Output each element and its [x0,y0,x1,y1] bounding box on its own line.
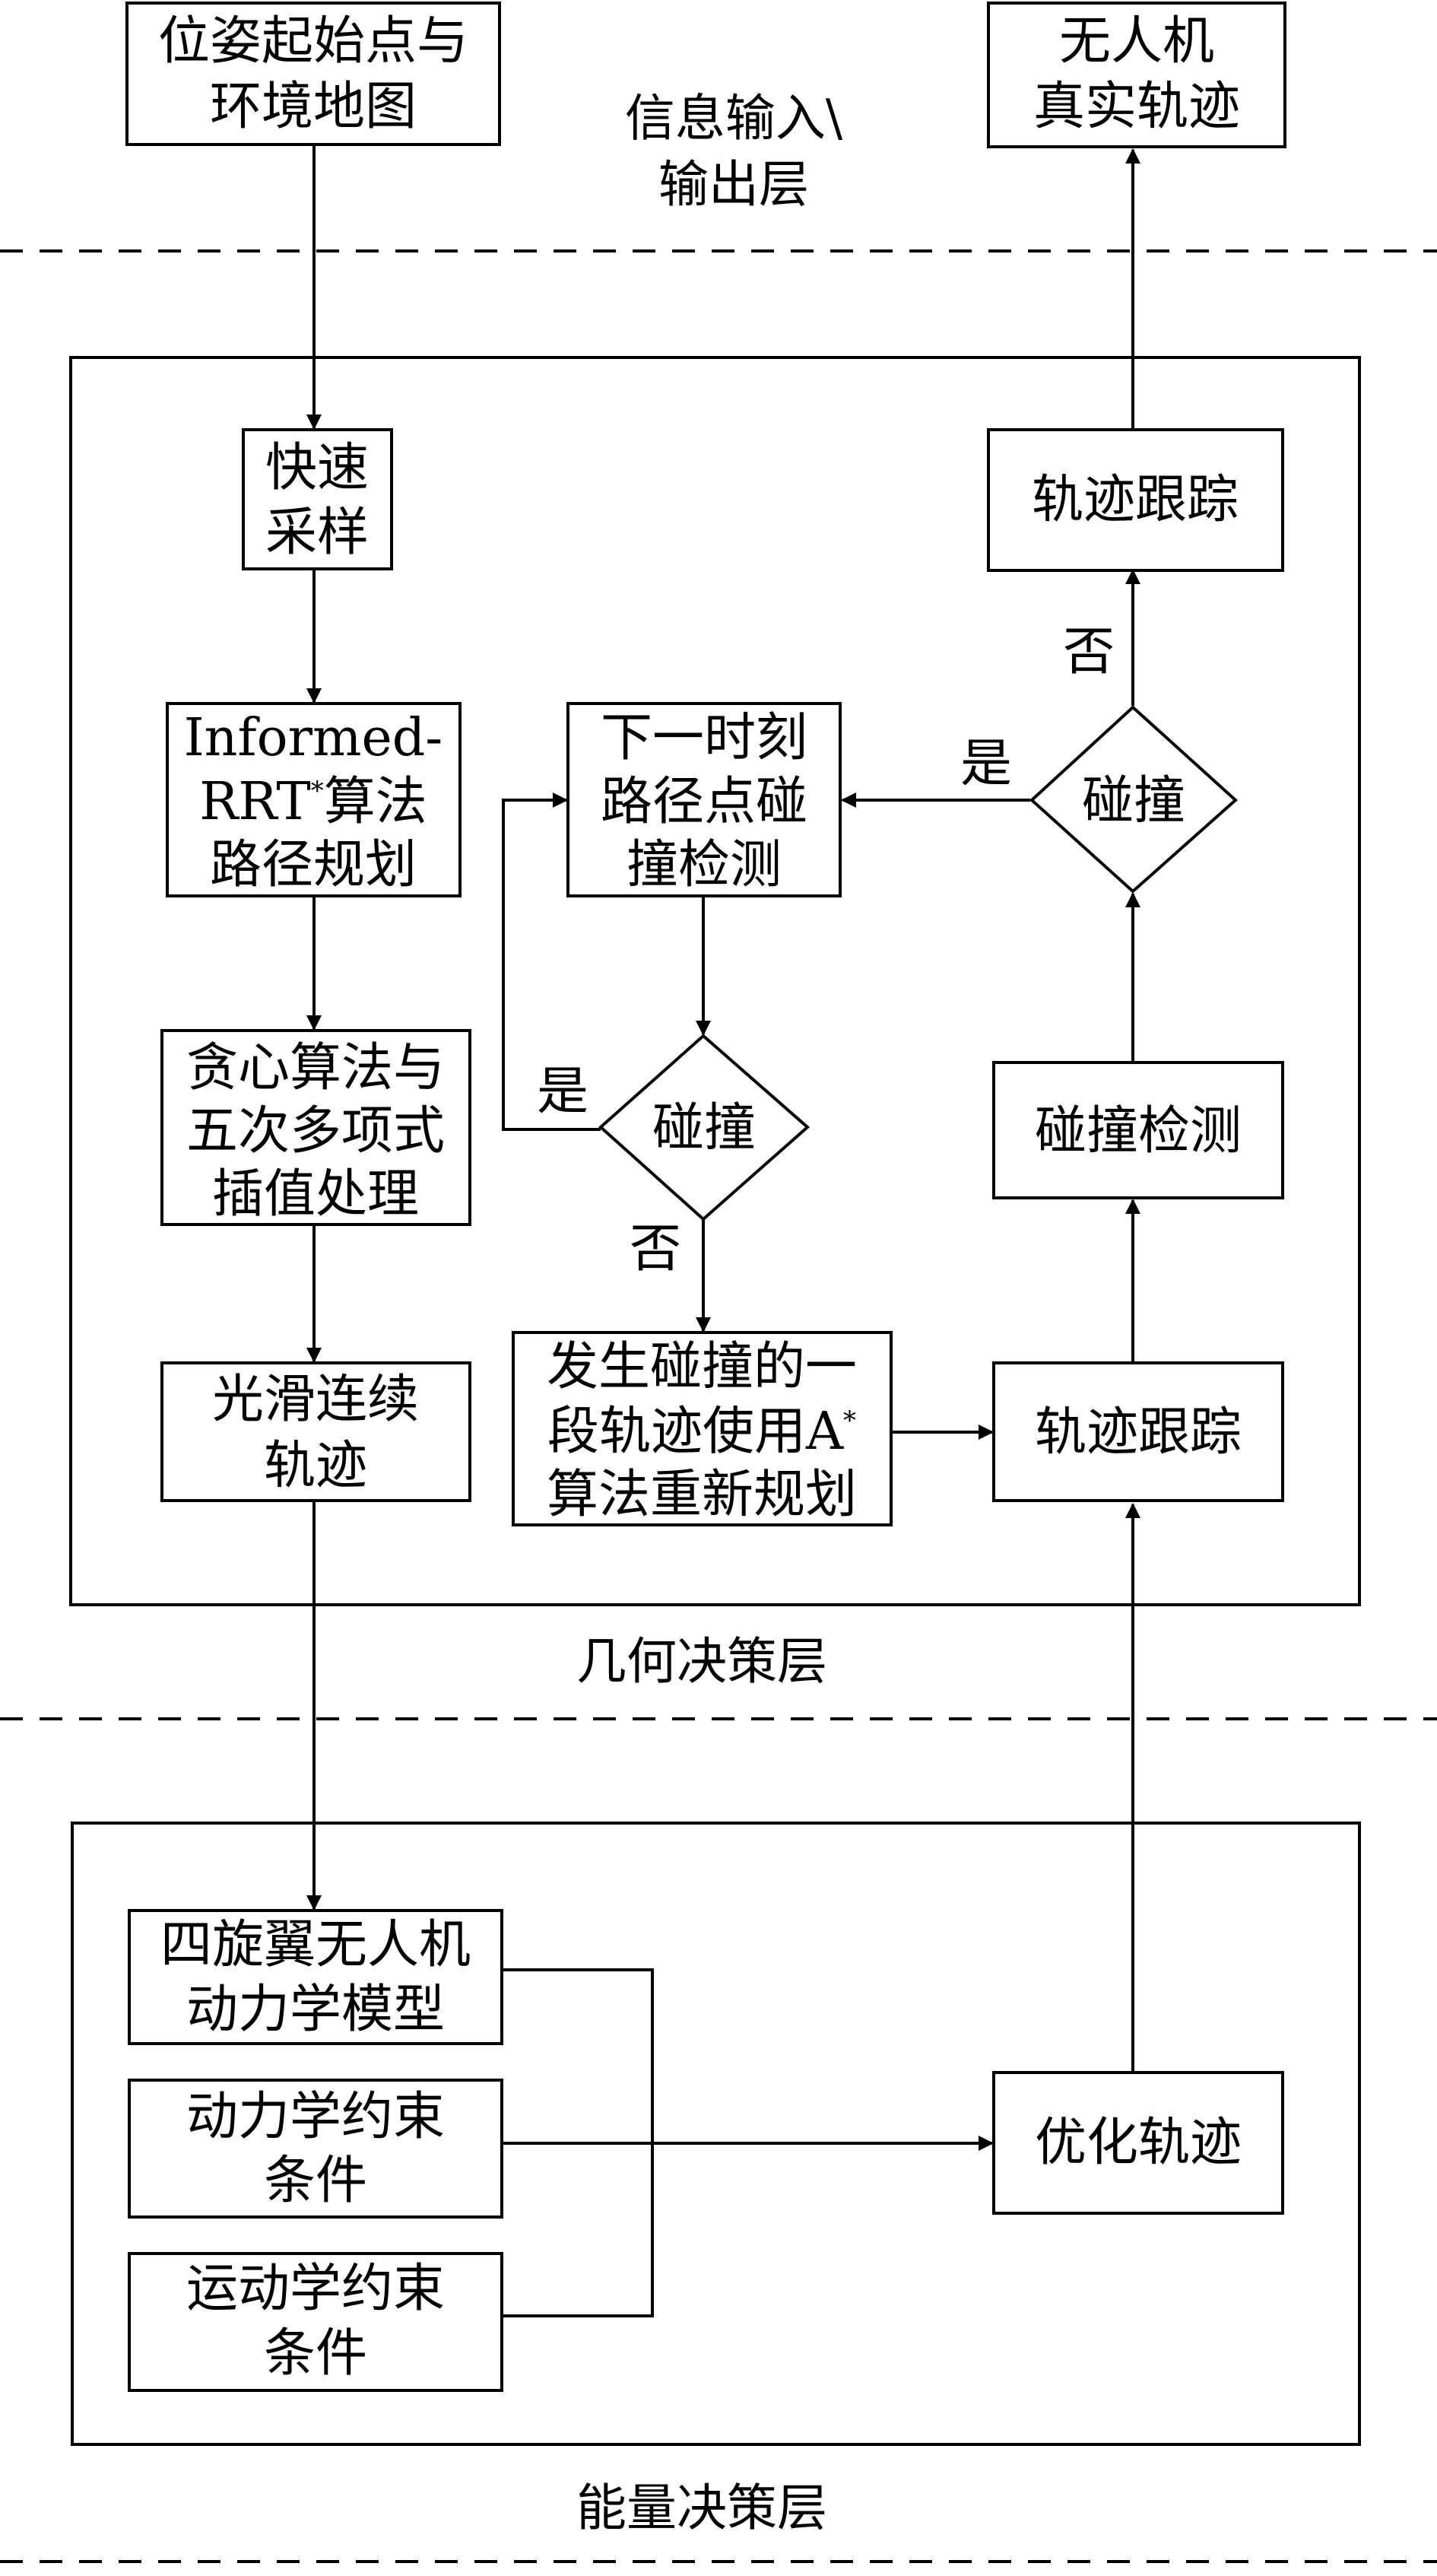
node-replan: 发生碰撞的一 段轨迹使用A* 算法重新规划 [512,1331,893,1526]
node-informed-rrt-text-2b: 算法 [324,772,427,832]
node-next-check-text-2: 路径点碰 [601,772,807,832]
edge-diamond1-yes-loop [502,792,601,1131]
edge-label-d2-no: 否 [1063,622,1115,682]
node-track-upper-text: 轨迹跟踪 [1032,470,1239,530]
node-start-text-2: 环境地图 [210,77,417,137]
node-collision-detect: 碰撞检测 [992,1061,1284,1199]
node-next-check-text-3: 撞检测 [627,835,782,895]
node-quad-model-text-1: 四旋翼无人机 [160,1915,471,1975]
node-collision-diamond-2: 碰撞 [1029,705,1238,894]
edge-label-d2-yes: 是 [960,734,1012,794]
geometry-layer-label: 几何决策层 [576,1632,827,1691]
node-informed-rrt-text-3: 路径规划 [210,835,417,895]
node-kin-constraint-text-2: 条件 [264,2323,367,2384]
node-optimize-trajectory: 优化轨迹 [992,2071,1284,2215]
node-replan-sup: * [843,1406,856,1436]
node-start-text-1: 位姿起始点与 [158,11,468,71]
node-uav-real-text-2: 真实轨迹 [1033,77,1240,137]
node-greedy-text-3: 插值处理 [212,1164,419,1224]
node-start: 位姿起始点与 环境地图 [125,2,501,146]
node-fast-sampling: 快速 采样 [242,428,393,570]
node-collision-diamond-2-text: 碰撞 [1082,771,1185,831]
node-next-check-text-1: 下一时刻 [601,708,807,768]
node-replan-text-1: 发生碰撞的一 [547,1337,857,1397]
node-informed-rrt-text-2a: RRT [199,772,311,832]
node-informed-rrt-text-1: Informed- [184,708,443,768]
node-uav-real-text-1: 无人机 [1059,11,1214,71]
edge-label-d1-no: 否 [630,1219,681,1279]
node-fast-sampling-text-2: 采样 [265,503,369,563]
edges [306,145,1140,2317]
energy-layer-label: 能量决策层 [576,2479,827,2537]
node-track-lower: 轨迹跟踪 [992,1361,1284,1502]
node-optimize-text: 优化轨迹 [1035,2113,1242,2173]
node-kinematics-constraint: 运动学约束 条件 [128,2252,503,2392]
node-quad-model: 四旋翼无人机 动力学模型 [128,1909,503,2045]
node-replan-text-2: 段轨迹使用A* [547,1402,856,1462]
node-collision-diamond-1: 碰撞 [598,1034,810,1221]
node-greedy-text-1: 贪心算法与 [186,1038,445,1098]
edge-label-d1-yes: 是 [537,1062,588,1122]
node-track-upper: 轨迹跟踪 [987,428,1284,572]
node-replan-text-2a: 段轨迹使用A [547,1402,844,1462]
node-informed-rrt: Informed- RRT*算法 路径规划 [166,702,462,897]
node-smooth-trajectory: 光滑连续 轨迹 [160,1361,471,1502]
node-fast-sampling-text-1: 快速 [265,438,369,498]
node-kin-constraint-text-1: 运动学约束 [186,2259,445,2319]
node-quad-model-text-2: 动力学模型 [186,1980,445,2040]
node-uav-real-trajectory: 无人机 真实轨迹 [987,2,1286,148]
node-informed-rrt-sup: * [311,776,324,806]
io-layer-label-2: 输出层 [658,155,809,214]
node-informed-rrt-text-2: RRT*算法 [199,772,427,832]
node-track-lower-text: 轨迹跟踪 [1035,1402,1242,1463]
node-smooth-text-2: 轨迹 [264,1436,367,1496]
node-smooth-text-1: 光滑连续 [212,1370,419,1430]
node-dyn-constraint-text-1: 动力学约束 [186,2087,445,2147]
node-collision-diamond-1-text: 碰撞 [652,1098,756,1158]
energy-layer-frame [71,1822,1361,2446]
node-replan-text-3: 算法重新规划 [547,1465,857,1525]
io-layer-label-1: 信息输入\ [625,89,843,148]
node-dynamics-constraint: 动力学约束 条件 [128,2079,503,2219]
geometry-layer-frame [69,356,1361,1606]
node-greedy-text-2: 五次多项式 [186,1101,445,1161]
node-next-collision-check: 下一时刻 路径点碰 撞检测 [566,702,842,897]
node-dyn-constraint-text-2: 条件 [264,2151,367,2211]
node-collision-detect-text: 碰撞检测 [1035,1101,1242,1161]
node-greedy-interp: 贪心算法与 五次多项式 插值处理 [160,1029,471,1226]
